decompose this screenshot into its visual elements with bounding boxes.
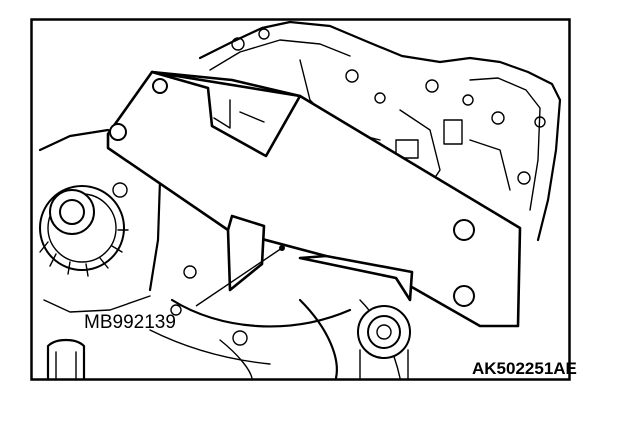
callout-leader (195, 247, 283, 307)
gear-assembly (39, 185, 129, 277)
bottom-left-socket (46, 338, 86, 380)
special-tool-plate (106, 70, 522, 328)
tool-callout-label: MB992139 (84, 312, 176, 333)
right-hub (232, 305, 411, 379)
figure-code-label: AK502251AE (472, 359, 577, 378)
